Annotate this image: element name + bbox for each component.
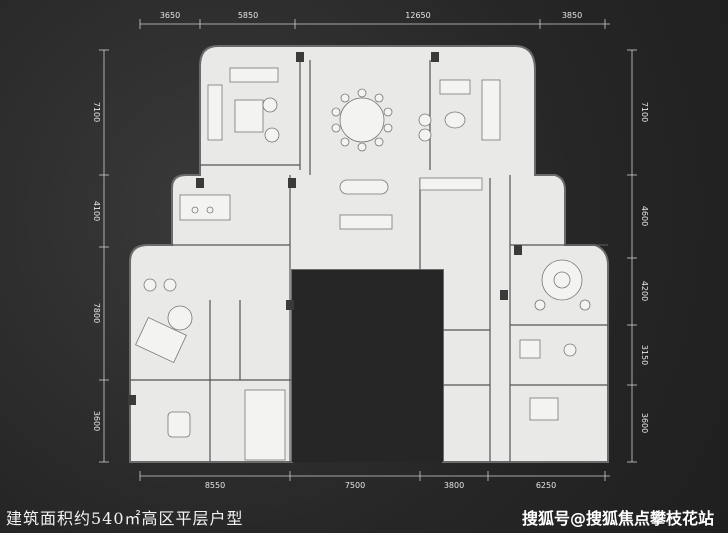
dim-right-2: 4600 xyxy=(640,206,649,226)
floor-plan-caption: 建筑面积约540㎡高区平层户型 xyxy=(6,509,244,528)
dim-left-3: 7800 xyxy=(92,303,101,323)
dim-top-3: 12650 xyxy=(405,11,430,20)
dim-top-2: 5850 xyxy=(238,11,258,20)
watermark: 搜狐号@搜狐焦点攀枝花站 xyxy=(521,509,714,528)
dim-top-4: 3850 xyxy=(562,11,582,20)
dim-right-5: 3600 xyxy=(640,413,649,433)
dim-right-1: 7100 xyxy=(640,102,649,122)
round-dining-table xyxy=(331,88,393,152)
dim-bottom-4: 6250 xyxy=(536,481,556,490)
dim-left-4: 3600 xyxy=(92,411,101,431)
right-dimension-line xyxy=(627,49,637,463)
master-bedroom xyxy=(135,278,193,364)
lounge-seating xyxy=(418,79,501,142)
dim-left-2: 4100 xyxy=(92,201,101,221)
structural-columns xyxy=(128,52,522,405)
dim-right-3: 4200 xyxy=(640,281,649,301)
right-bedroom xyxy=(519,339,577,421)
left-dimension-line xyxy=(99,49,109,463)
top-dimension-line xyxy=(139,19,610,29)
bottom-dimension-line xyxy=(139,471,610,481)
dim-bottom-3: 3800 xyxy=(444,481,464,490)
interior-walls xyxy=(130,60,608,462)
kitchen-island xyxy=(339,177,483,230)
dim-right-4: 3150 xyxy=(640,345,649,365)
courtyard xyxy=(292,270,443,462)
dim-bottom-2: 7500 xyxy=(345,481,365,490)
sofa-set xyxy=(207,67,280,143)
dim-bottom-1: 8550 xyxy=(205,481,225,490)
right-round-lounge xyxy=(534,259,591,311)
dim-left-1: 7100 xyxy=(92,102,101,122)
dim-top-1: 3650 xyxy=(160,11,180,20)
bottom-left-room xyxy=(167,389,286,461)
study-room xyxy=(179,194,231,221)
